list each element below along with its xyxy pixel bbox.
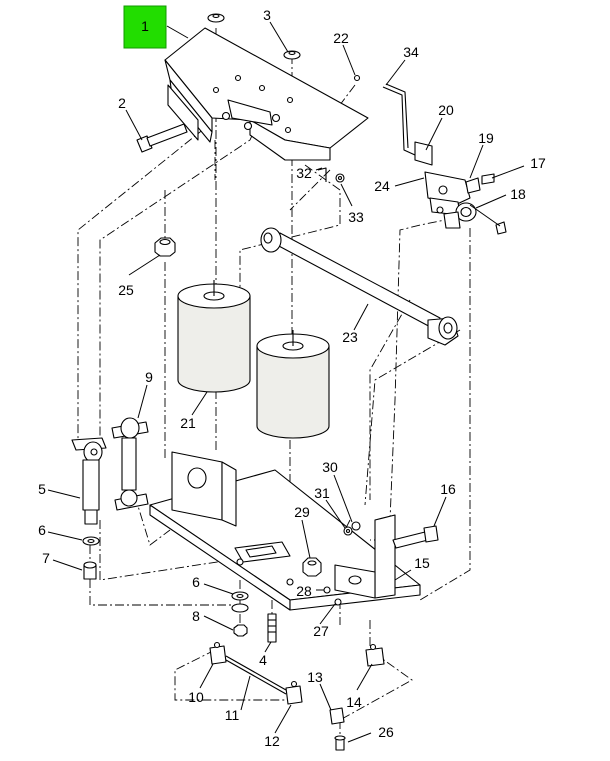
callout-4[interactable]: 4	[259, 652, 267, 668]
callout-labels: 1 2 3 4 5 6 7 6 8 9 10 11 12 13 14 15 16…	[38, 7, 546, 749]
lock-nut	[154, 237, 176, 257]
callout-29[interactable]: 29	[294, 504, 310, 520]
air-spring-right	[256, 330, 330, 439]
callout-33[interactable]: 33	[348, 209, 364, 225]
washer-lower-center	[231, 591, 249, 613]
leader-lines	[47, 21, 525, 743]
bracket-bolt	[136, 123, 188, 153]
bushing	[83, 561, 97, 580]
callout-24[interactable]: 24	[374, 178, 390, 194]
shock-absorber-upper	[111, 417, 149, 511]
screw-26	[334, 735, 346, 751]
callout-28[interactable]: 28	[296, 583, 312, 599]
height-control-valve-assembly	[353, 74, 507, 235]
callout-6-left[interactable]: 6	[38, 522, 46, 538]
nut-29	[302, 557, 322, 577]
callout-21[interactable]: 21	[180, 415, 196, 431]
washer-lower-left	[82, 536, 100, 546]
callout-27[interactable]: 27	[313, 623, 329, 639]
callout-12[interactable]: 12	[264, 733, 280, 749]
lower-bolt	[392, 525, 439, 549]
nut-8	[233, 624, 248, 637]
upper-mounting-bracket	[164, 27, 369, 161]
leveling-valve-linkage	[209, 641, 303, 705]
top-nut-right	[283, 50, 301, 60]
callout-34[interactable]: 34	[403, 44, 419, 60]
callout-18[interactable]: 18	[510, 186, 526, 202]
callout-2[interactable]: 2	[118, 95, 126, 111]
valve-washer	[335, 173, 345, 183]
nut-27	[334, 598, 342, 606]
callout-23[interactable]: 23	[342, 329, 358, 345]
callout-17[interactable]: 17	[530, 155, 546, 171]
top-nut-left	[207, 13, 225, 23]
callout-31[interactable]: 31	[314, 485, 330, 501]
callout-25[interactable]: 25	[118, 282, 134, 298]
callout-16[interactable]: 16	[440, 481, 456, 497]
callout-11[interactable]: 11	[225, 707, 240, 723]
callout-22[interactable]: 22	[333, 30, 349, 46]
washer-30	[351, 521, 361, 531]
link-end-14	[365, 643, 385, 667]
valve-bracket-bolt	[317, 167, 327, 182]
callout-15[interactable]: 15	[414, 555, 430, 571]
nut-31	[343, 526, 353, 536]
callout-30[interactable]: 30	[322, 459, 338, 475]
callout-19[interactable]: 19	[478, 130, 494, 146]
callout-5[interactable]: 5	[38, 481, 46, 497]
callout-20[interactable]: 20	[438, 102, 454, 118]
callout-26[interactable]: 26	[378, 724, 394, 740]
callout-32[interactable]: 32	[296, 165, 312, 181]
callout-14[interactable]: 14	[346, 694, 362, 710]
air-spring-left	[177, 280, 251, 393]
callout-13[interactable]: 13	[307, 669, 323, 685]
callout-7[interactable]: 7	[42, 550, 50, 566]
callout-6-center[interactable]: 6	[192, 574, 200, 590]
callout-1[interactable]: 1	[141, 18, 149, 34]
callout-9[interactable]: 9	[145, 369, 153, 385]
link-end-13	[329, 707, 345, 725]
callout-3[interactable]: 3	[263, 7, 271, 23]
shock-absorber	[71, 437, 107, 525]
callout-8[interactable]: 8	[192, 608, 200, 624]
item-1-highlight	[123, 5, 167, 49]
lower-mounting-plate	[149, 451, 421, 611]
torque-rod	[260, 227, 459, 346]
stud-4	[267, 613, 277, 643]
callout-10[interactable]: 10	[188, 689, 204, 705]
washer-28	[323, 586, 331, 594]
